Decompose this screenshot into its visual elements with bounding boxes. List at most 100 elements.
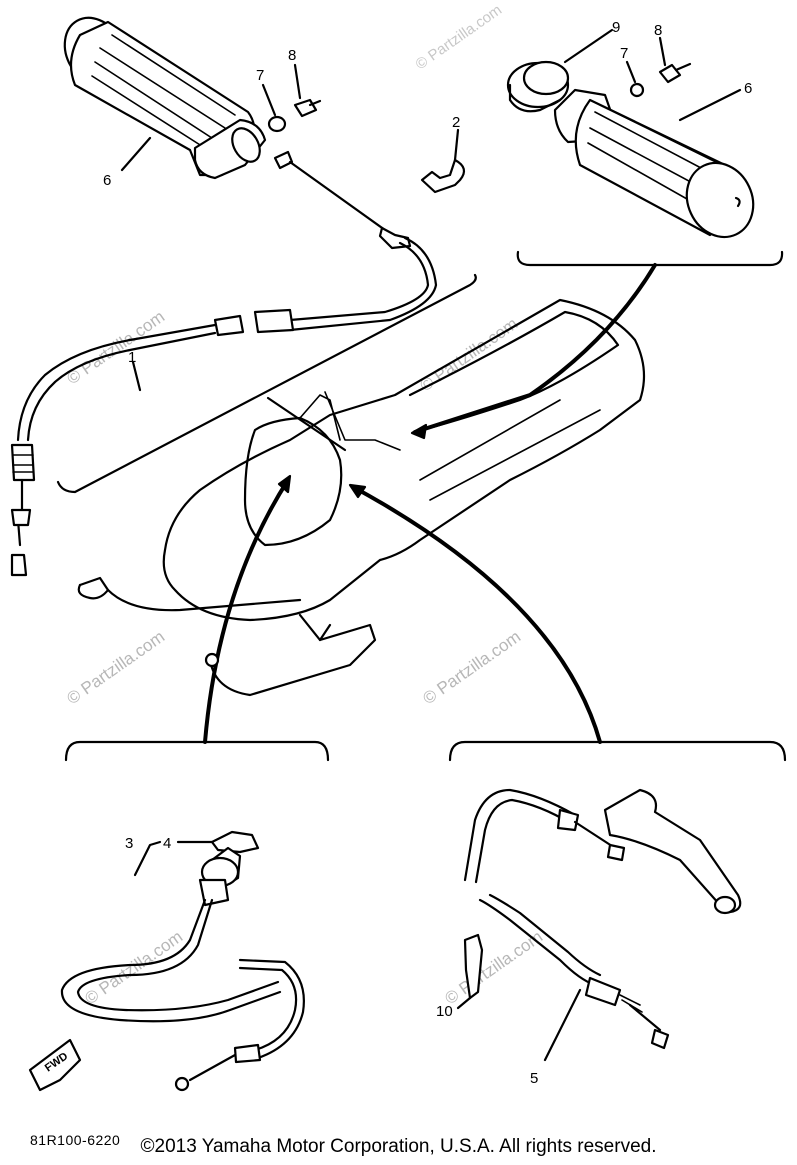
- ring-9: [506, 60, 570, 113]
- brake-outer-lower: [478, 898, 597, 987]
- choke-outer-d: [238, 958, 305, 1060]
- leader-section-right: [353, 486, 602, 744]
- washer-left-7: [267, 115, 287, 133]
- section-dividers: [56, 250, 787, 762]
- leader-lines: [203, 263, 657, 744]
- callout-9-leader: [563, 28, 614, 64]
- grip-left-ribs: [91, 34, 236, 151]
- cable-1-outer: [16, 323, 217, 442]
- snowmobile-ski-strut: [298, 613, 332, 642]
- grip-right-end: [685, 161, 755, 239]
- callout-7-right-leader: [625, 60, 637, 84]
- brake-lever-tip: [713, 895, 737, 915]
- divider-left-diagonal: [56, 273, 477, 494]
- callout-7-left: 7: [256, 67, 264, 84]
- callout-8-right-leader: [658, 36, 667, 67]
- cable-1-adjuster: [213, 314, 245, 337]
- brake-outer-lower-b: [488, 893, 602, 977]
- knob-4: [210, 830, 260, 854]
- callout-1-leader: [131, 360, 142, 392]
- grip-right-end-hole: [734, 196, 741, 208]
- washer-right-7: [629, 82, 645, 98]
- cable-1-end-bottom: [10, 553, 28, 577]
- callout-5: 5: [530, 1070, 538, 1087]
- snowmobile-body: [162, 298, 646, 622]
- callout-2-leader: [453, 128, 460, 162]
- grip-right-ribs: [587, 104, 729, 213]
- cable-1-end-top: [273, 150, 294, 170]
- callout-1: 1: [128, 349, 136, 366]
- callout-9: 9: [612, 19, 620, 36]
- callout-10-leader: [456, 996, 472, 1010]
- brake-adjuster: [584, 976, 622, 1007]
- snowmobile-handlebar: [324, 391, 401, 451]
- brake-inner-top: [573, 820, 617, 850]
- snowmobile-ski-left-tip: [77, 583, 110, 600]
- grip-left-bore: [231, 127, 261, 163]
- callout-7-right: 7: [620, 45, 628, 62]
- callout-numbers: 6 7 8 2 9 7 8 6 1 3 4 10 5: [103, 19, 752, 1087]
- cable-1-nut-threads: [12, 454, 34, 473]
- grip-right-6: [553, 88, 755, 239]
- throttle-cable-1: [10, 150, 438, 577]
- arrow-section-right: [348, 483, 367, 499]
- clip-2: [420, 158, 466, 194]
- snowmobile-ski-left: [78, 576, 302, 612]
- copyright-notice: ©2013 Yamaha Motor Corporation, U.S.A. A…: [140, 1136, 657, 1157]
- callout-4: 4: [163, 835, 171, 852]
- cable-1-joint: [253, 308, 295, 334]
- strap-10: [463, 933, 484, 1000]
- divider-top-right: [516, 250, 784, 267]
- leader-cable-1: [266, 396, 347, 452]
- callout-6-left: 6: [103, 172, 111, 189]
- cable-1-inner: [288, 160, 387, 232]
- choke-outer: [60, 898, 282, 1023]
- leader-grip-right: [413, 263, 657, 434]
- choke-outer-b: [76, 898, 280, 1012]
- snowmobile-ski-bolt: [204, 652, 220, 668]
- cable-1-nut: [10, 443, 36, 482]
- leader-section-left: [203, 478, 290, 744]
- choke-outer-c: [238, 966, 298, 1052]
- part-code: 81R100-6220: [30, 1132, 121, 1148]
- divider-bottom-right: [448, 740, 787, 762]
- snowmobile: [77, 298, 646, 697]
- callout-3-leader: [133, 840, 162, 877]
- snowmobile-ski-right: [208, 623, 377, 697]
- watermark-top-center: © Partzilla.com: [413, 1, 506, 73]
- callout-3: 3: [125, 835, 133, 852]
- callout-8-left-leader: [293, 63, 302, 100]
- brake-fitting-top: [556, 808, 580, 832]
- callout-8-left: 8: [288, 47, 296, 64]
- choke-end-fitting: [233, 1043, 262, 1064]
- snowmobile-seat: [408, 310, 620, 434]
- choke-nut: [198, 878, 230, 907]
- grip-left-6: [63, 16, 267, 180]
- fwd-arrow: FWD: [28, 1038, 82, 1092]
- brake-cable-5: [456, 788, 742, 1062]
- callout-7-left-leader: [261, 83, 277, 117]
- divider-bottom-left: [64, 740, 330, 762]
- brake-inner-lower: [628, 1003, 662, 1032]
- cable-1-outer-top-b: [288, 236, 438, 332]
- callout-5-leader: [543, 988, 582, 1062]
- snowmobile-track-line: [419, 399, 601, 501]
- watermark-upper-left: © Partzilla.com: [63, 307, 168, 388]
- brake-outer-top-b: [474, 798, 572, 884]
- callout-6-right-leader: [678, 88, 742, 122]
- watermark-lower-center: © Partzilla.com: [441, 927, 546, 1008]
- brake-end-top: [606, 843, 626, 862]
- callout-6-left-leader: [120, 136, 152, 172]
- brake-end-lower: [650, 1028, 670, 1050]
- top-callout-leaders: [120, 28, 742, 172]
- cable-1-outer-b: [26, 331, 217, 442]
- callout-6-right: 6: [744, 80, 752, 97]
- choke-inner: [188, 1053, 237, 1082]
- arrow-section-left: [277, 474, 292, 494]
- brake-adjuster-threads: [619, 994, 643, 1013]
- watermark-mid-left: © Partzilla.com: [63, 627, 168, 708]
- callout-8-right: 8: [654, 22, 662, 39]
- callout-2: 2: [452, 114, 460, 131]
- callout-10: 10: [436, 1003, 453, 1020]
